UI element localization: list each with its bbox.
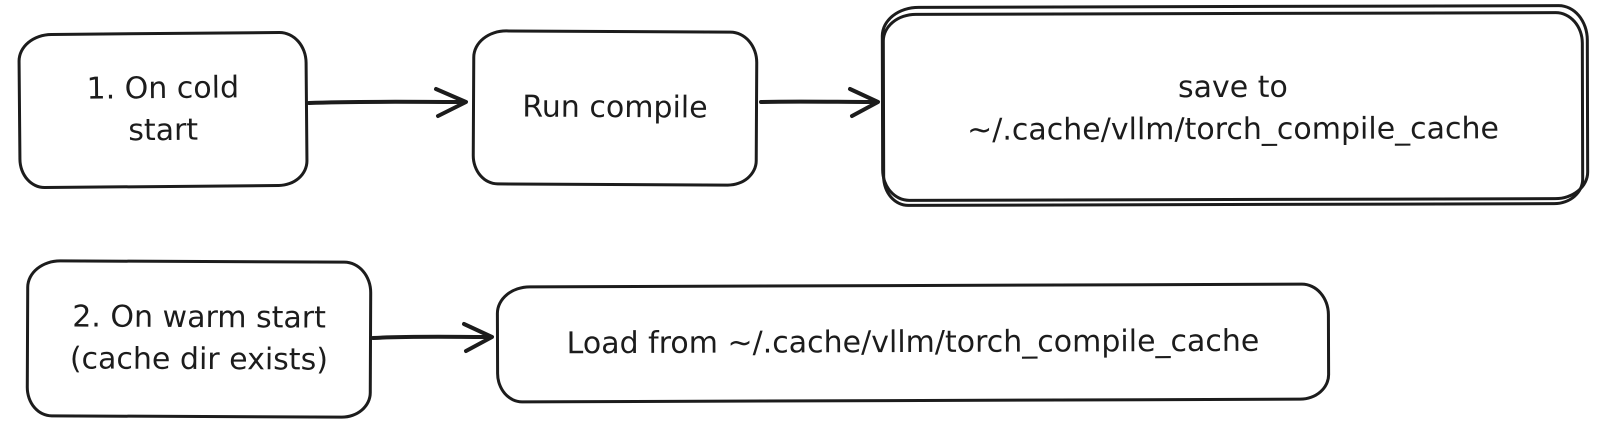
node-label: 1. On cold xyxy=(86,70,240,107)
node-load-cache: Load from ~/.cache/vllm/torch_compile_ca… xyxy=(495,282,1331,404)
arrow-compile-to-save-icon xyxy=(759,87,880,118)
node-label: start xyxy=(128,112,199,149)
node-label: ~/.cache/vllm/torch_compile_cache xyxy=(967,111,1500,148)
node-run-compile: Run compile xyxy=(471,29,759,187)
node-save-cache: save to ~/.cache/vllm/torch_compile_cach… xyxy=(881,11,1585,207)
node-warm-start: 2. On warm start (cache dir exists) xyxy=(25,259,373,419)
arrow-warm-to-load-icon xyxy=(371,322,494,353)
node-label: (cache dir exists) xyxy=(69,341,329,378)
node-label: Run compile xyxy=(522,89,708,126)
node-label: save to xyxy=(1177,69,1288,106)
node-cold-start: 1. On cold start xyxy=(17,30,309,190)
node-label: 2. On warm start xyxy=(72,299,327,336)
node-label: Load from ~/.cache/vllm/torch_compile_ca… xyxy=(566,323,1260,362)
arrow-cold-to-compile-icon xyxy=(307,87,468,118)
